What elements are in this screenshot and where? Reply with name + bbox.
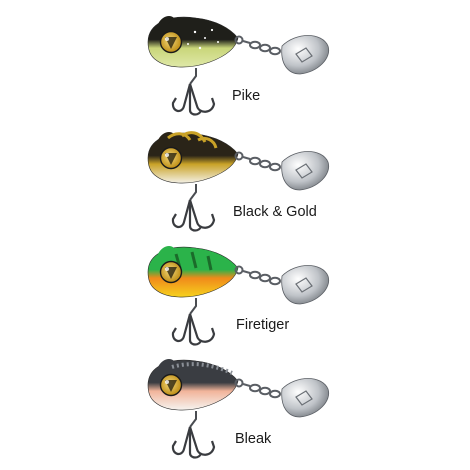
lure-color-label: Pike <box>232 88 261 104</box>
spinner-blade-icon <box>281 378 330 418</box>
swivel-icon <box>234 265 281 286</box>
lure-color-label: Firetiger <box>236 317 290 333</box>
lure-illustration <box>147 16 330 116</box>
spinner-blade-icon <box>281 265 330 305</box>
lure-color-label: Bleak <box>235 431 272 447</box>
swivel-icon <box>234 35 281 56</box>
lure-illustration <box>147 359 330 459</box>
lure-variant: Firetiger <box>0 232 470 349</box>
treble-hook-icon <box>171 199 216 232</box>
lure-illustration <box>147 131 330 232</box>
treble-hook-icon <box>171 83 216 116</box>
lure-variant: Black & Gold <box>0 118 470 235</box>
lure-variant: Bleak <box>0 345 470 462</box>
spinner-blade-icon <box>281 35 330 75</box>
treble-hook-icon <box>171 313 216 346</box>
lure-variant: Pike <box>0 2 470 119</box>
lure-illustration <box>147 246 330 346</box>
swivel-icon <box>234 151 281 172</box>
swivel-icon <box>234 378 281 399</box>
treble-hook-icon <box>171 426 216 459</box>
lure-color-label: Black & Gold <box>233 204 317 220</box>
spinner-blade-icon <box>281 151 330 191</box>
